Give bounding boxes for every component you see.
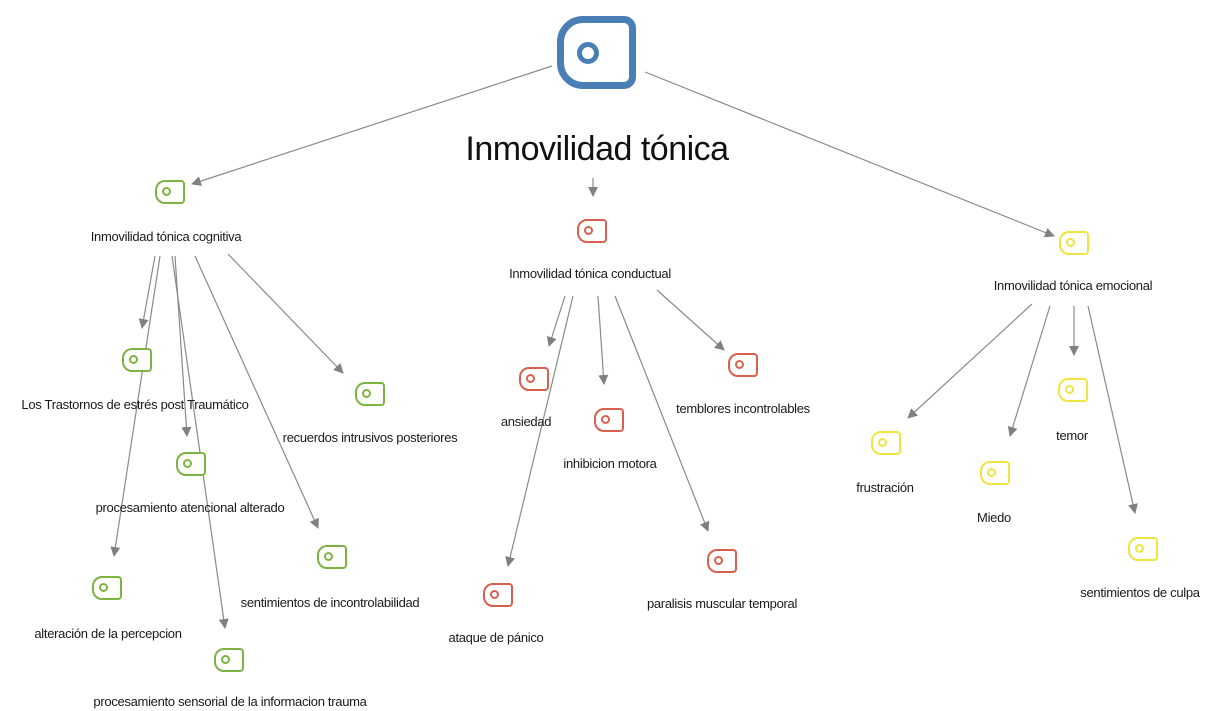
inhibicion-node-icon[interactable]: [594, 408, 624, 432]
ansiedad-label[interactable]: ansiedad: [500, 414, 552, 429]
paralisis-label[interactable]: paralisis muscular temporal: [646, 596, 798, 611]
inhibicion-label[interactable]: inhibicion motora: [563, 456, 657, 471]
central-topic-title[interactable]: Inmovilidad tónica: [465, 130, 729, 168]
temblores-label[interactable]: temblores incontrolables: [676, 401, 810, 416]
recuerdos-label[interactable]: recuerdos intrusivos posteriores: [282, 430, 458, 445]
miedo-node-icon[interactable]: [980, 461, 1010, 485]
frustracion-label[interactable]: frustración: [856, 480, 914, 495]
node-dot: [601, 415, 610, 424]
temor-label[interactable]: temor: [1056, 428, 1088, 443]
edge-cognitiva-trastornos: [138, 255, 156, 329]
recuerdos-node-icon[interactable]: [355, 382, 385, 406]
edge-conductual-inhibicion: [597, 295, 609, 385]
node-dot: [490, 590, 499, 599]
edge-emocional-culpa: [1087, 305, 1138, 514]
trastornos-label[interactable]: Los Trastornos de estrés post Traumático: [21, 397, 249, 412]
ansiedad-node-icon[interactable]: [519, 367, 549, 391]
node-dot: [99, 583, 108, 592]
trastornos-node-icon[interactable]: [122, 348, 152, 372]
root-topic-icon[interactable]: [557, 16, 636, 89]
temor-node-icon[interactable]: [1058, 378, 1088, 402]
cognitiva-label[interactable]: Inmovilidad tónica cognitiva: [90, 229, 242, 244]
culpa-node-icon[interactable]: [1128, 537, 1158, 561]
ataque-node-icon[interactable]: [483, 583, 513, 607]
node-dot: [878, 438, 887, 447]
frustracion-node-icon[interactable]: [871, 431, 901, 455]
node-dot: [221, 655, 230, 664]
sensorial-node-icon[interactable]: [214, 648, 244, 672]
node-dot: [129, 355, 138, 364]
percepcion-label[interactable]: alteración de la percepcion: [34, 626, 182, 641]
edge-emocional-miedo: [1007, 305, 1051, 437]
node-dot: [735, 360, 744, 369]
conductual-label[interactable]: Inmovilidad tónica conductual: [509, 266, 671, 281]
node-dot: [987, 468, 996, 477]
paralisis-node-icon[interactable]: [707, 549, 737, 573]
culpa-label[interactable]: sentimientos de culpa: [1080, 585, 1200, 600]
node-dot: [183, 459, 192, 468]
edge-conductual-ataque: [505, 295, 574, 567]
atencional-label[interactable]: procesamiento atencional alterado: [95, 500, 285, 515]
miedo-label[interactable]: Miedo: [977, 510, 1011, 525]
root-dot: [577, 42, 599, 64]
node-dot: [162, 187, 171, 196]
emocional-node-icon[interactable]: [1059, 231, 1089, 255]
node-dot: [1066, 238, 1075, 247]
cognitiva-node-icon[interactable]: [155, 180, 185, 204]
emocional-label[interactable]: Inmovilidad tónica emocional: [993, 278, 1153, 293]
incontrolabilidad-label[interactable]: sentimientos de incontrolabilidad: [240, 595, 420, 610]
node-dot: [584, 226, 593, 235]
ataque-label[interactable]: ataque de pánico: [448, 630, 544, 645]
edge-conductual-temblores: [656, 289, 725, 351]
edge-cognitiva-incontrolabilidad: [194, 255, 319, 529]
edge-cognitiva-sensorial: [171, 255, 229, 629]
edge-cognitiva-recuerdos: [227, 253, 344, 374]
node-dot: [1065, 385, 1074, 394]
incontrolabilidad-node-icon[interactable]: [317, 545, 347, 569]
edge-conductual-ansiedad: [546, 295, 566, 347]
percepcion-node-icon[interactable]: [92, 576, 122, 600]
node-dot: [1135, 544, 1144, 553]
conductual-node-icon[interactable]: [577, 219, 607, 243]
node-dot: [526, 374, 535, 383]
temblores-node-icon[interactable]: [728, 353, 758, 377]
node-dot: [362, 389, 371, 398]
node-dot: [714, 556, 723, 565]
edge-emocional-frustracion: [907, 303, 1033, 419]
atencional-node-icon[interactable]: [176, 452, 206, 476]
node-dot: [324, 552, 333, 561]
sensorial-label[interactable]: procesamiento sensorial de la informacio…: [93, 694, 367, 709]
